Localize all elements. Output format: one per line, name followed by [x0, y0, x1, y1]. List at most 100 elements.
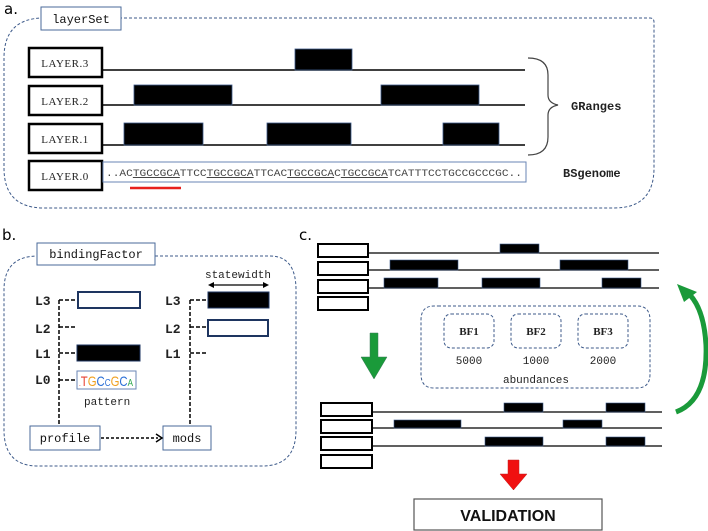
- range-block: [393, 419, 462, 429]
- sequence-segment: TCATTTCCTGCCGCCCGC..: [388, 169, 522, 180]
- mods-level-L2: L2: [165, 322, 181, 337]
- arrow-left-icon: [208, 282, 214, 288]
- layer-box: [27, 159, 104, 192]
- bf-item-2: BF2 1000: [510, 313, 562, 368]
- layer-label: LAYER.1: [41, 134, 88, 146]
- bf-name: BF2: [526, 326, 546, 338]
- layer-box: [320, 436, 373, 451]
- layer-box: [317, 261, 369, 276]
- range-block: [601, 277, 642, 289]
- layer-box: [317, 279, 369, 294]
- green-arrowhead-icon: [677, 284, 697, 302]
- mods-level-L3: L3: [165, 294, 181, 309]
- bf-abundance: 1000: [523, 356, 549, 368]
- range-block: [481, 277, 541, 289]
- range-block: [499, 243, 540, 254]
- mods-label: mods: [173, 432, 202, 446]
- range-block: [294, 48, 353, 71]
- initial-layerset: [317, 243, 659, 311]
- logo-letter: T: [81, 373, 88, 389]
- range-block: [559, 259, 629, 271]
- range-block: [123, 122, 204, 146]
- validation-label: VALIDATION: [460, 508, 555, 525]
- range-block: [605, 436, 646, 447]
- range-block: [380, 84, 480, 106]
- logo-letter: C: [97, 373, 105, 389]
- profile-level-L0: L0: [35, 373, 51, 388]
- motif-logo: .TGCCGCA: [79, 373, 133, 389]
- arrowhead-icon: [155, 433, 164, 443]
- arrow-right-icon: [263, 282, 269, 288]
- logo-letter: G: [111, 373, 120, 389]
- layer-box: [27, 122, 104, 155]
- range-block: [562, 419, 603, 429]
- motif-occurrence: TGCCGCA: [287, 169, 334, 180]
- profile-level-L2: L2: [35, 322, 51, 337]
- logo-letter: G: [88, 373, 97, 389]
- mods-state-filled: [207, 291, 270, 309]
- layerset-title: layerSet: [52, 13, 110, 27]
- bf-box: [443, 313, 495, 349]
- panel-b-label: b.: [2, 226, 16, 244]
- profile-label: profile: [40, 432, 90, 446]
- mods-level-L1: L1: [165, 347, 181, 362]
- layer-box: [320, 402, 373, 417]
- bf-item-3: BF3 2000: [577, 313, 629, 368]
- layer-label: LAYER.2: [41, 96, 88, 108]
- motif-occurrence: TGCCGCA: [207, 169, 254, 180]
- profile-box: [29, 425, 101, 451]
- sequence-segment: ..AC: [106, 169, 133, 180]
- bf-item-1: BF1 5000: [443, 313, 495, 368]
- layer-row-3: LAYER.3: [27, 46, 525, 79]
- logo-letter: C: [119, 373, 127, 389]
- bf-box: [510, 313, 562, 349]
- sequence-box: [102, 161, 527, 183]
- profile-state-filled: [76, 344, 141, 362]
- range-block: [442, 122, 500, 146]
- validation-box: [413, 498, 603, 531]
- red-down-arrow-icon: [499, 459, 528, 491]
- motif-occurrence: TGCCGCA: [341, 169, 388, 180]
- bindingfactor-title: bindingFactor: [49, 248, 143, 262]
- range-block: [389, 259, 459, 271]
- sequence-segment: TTCAC: [254, 169, 288, 180]
- logo-letter: C: [105, 378, 111, 389]
- mods-box: [162, 425, 212, 451]
- panel-c: c. BF1 5000 BF2 1000: [299, 226, 708, 531]
- layer-label: LAYER.3: [41, 58, 88, 70]
- panel-a-label: a.: [4, 0, 18, 18]
- motif-occurrence: TGCCGCA: [133, 169, 180, 180]
- layer-box: [317, 243, 369, 258]
- range-block: [484, 436, 544, 447]
- pattern-label: pattern: [84, 397, 130, 409]
- bf-box: [577, 313, 629, 349]
- mods-state-empty: [207, 319, 269, 337]
- logo-letter: A: [128, 378, 134, 389]
- bindingfactor-container: [3, 255, 297, 467]
- mods-levels: L3 L2 L1: [165, 294, 181, 362]
- result-layerset: [320, 402, 662, 469]
- profile-levels: L3 L2 L1 L0: [35, 294, 51, 388]
- bsgenome-label: BSgenome: [563, 167, 621, 181]
- layer-row-1: LAYER.1: [27, 122, 525, 155]
- layer-row-2: LAYER.2: [27, 84, 525, 117]
- layerset-title-box: [40, 6, 122, 31]
- logo-letter: .: [79, 379, 81, 388]
- profile-level-L3: L3: [35, 294, 51, 309]
- profile-level-L1: L1: [35, 347, 51, 362]
- granges-label: GRanges: [571, 100, 621, 114]
- bf-abundance: 2000: [590, 356, 616, 368]
- brace-icon: [527, 57, 559, 156]
- statewidth-label: statewidth: [205, 270, 271, 282]
- panel-a: a. layerSet LAYER.3 LAYER.2 LAYER.1: [3, 0, 655, 209]
- range-block: [503, 402, 544, 413]
- range-block: [605, 402, 646, 413]
- profile-state-empty: [77, 291, 141, 309]
- bindingfactor-title-box: [36, 242, 156, 266]
- layer-box: [320, 419, 373, 434]
- sequence-segment: C: [334, 169, 341, 180]
- range-block: [266, 122, 352, 146]
